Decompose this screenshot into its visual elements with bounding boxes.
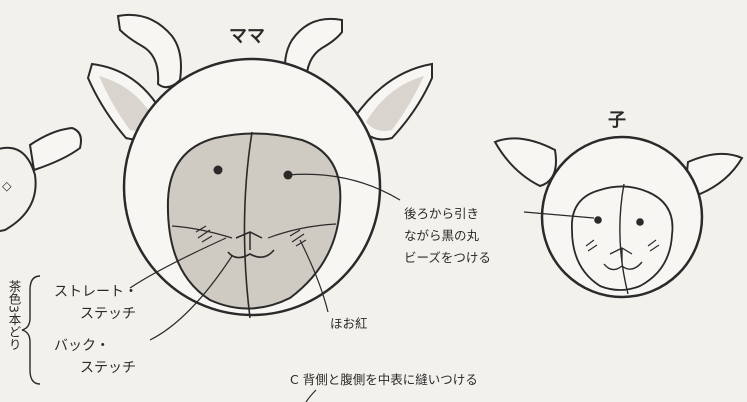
leader-beads-child xyxy=(523,211,595,219)
left-horn xyxy=(116,14,182,89)
thread-spec: 茶色3本どり xyxy=(7,279,22,350)
partial-mark: ◇ xyxy=(2,178,12,193)
partial-sheep-left: ◇ xyxy=(0,126,82,233)
note-straight-2: ステッチ xyxy=(80,306,136,322)
mama-sheep xyxy=(86,14,433,319)
mama-left-eye xyxy=(213,165,223,175)
note-straight-1: ストレート・ xyxy=(54,284,138,300)
step-c-caption: C 背側と腹側を中表に縫いつける xyxy=(290,372,478,387)
child-left-cheek xyxy=(585,239,598,252)
note-beads-2: ながら黒の丸 xyxy=(404,228,480,243)
child-left-eye xyxy=(594,216,602,224)
leader-lines xyxy=(129,173,595,402)
mama-nose-stitch xyxy=(235,231,263,250)
partial-ear xyxy=(28,126,82,172)
note-back-2: ステッチ xyxy=(80,360,136,376)
mama-face xyxy=(166,132,342,310)
note-beads-1: 後ろから引き xyxy=(404,206,479,221)
label-mama: ママ xyxy=(229,26,265,47)
child-sheep xyxy=(493,135,744,299)
leader-cheek xyxy=(299,239,329,313)
note-cheek: ほお紅 xyxy=(330,316,368,331)
child-face xyxy=(571,185,674,291)
chin-line-right xyxy=(267,223,337,239)
child-right-eye xyxy=(636,218,644,226)
leader-straight xyxy=(129,237,227,289)
note-back-1: バック・ xyxy=(54,338,110,354)
mama-mouth-stitch xyxy=(227,249,275,259)
label-ko: 子 xyxy=(608,110,626,131)
thread-brace xyxy=(21,275,41,385)
child-mouth-stitch xyxy=(603,261,643,271)
child-right-cheek xyxy=(647,239,660,252)
leader-back xyxy=(149,255,233,341)
partial-head xyxy=(0,146,37,233)
center-seam xyxy=(243,131,253,319)
chin-line-left xyxy=(171,225,233,239)
child-nose-stitch xyxy=(609,247,633,262)
leader-step-c xyxy=(305,389,317,402)
left-inner-ear xyxy=(99,76,156,131)
child-center-seam xyxy=(619,183,629,295)
leader-beads-mama xyxy=(287,173,401,201)
right-inner-ear xyxy=(366,76,424,131)
note-beads-3: ビーズをつける xyxy=(404,250,491,265)
